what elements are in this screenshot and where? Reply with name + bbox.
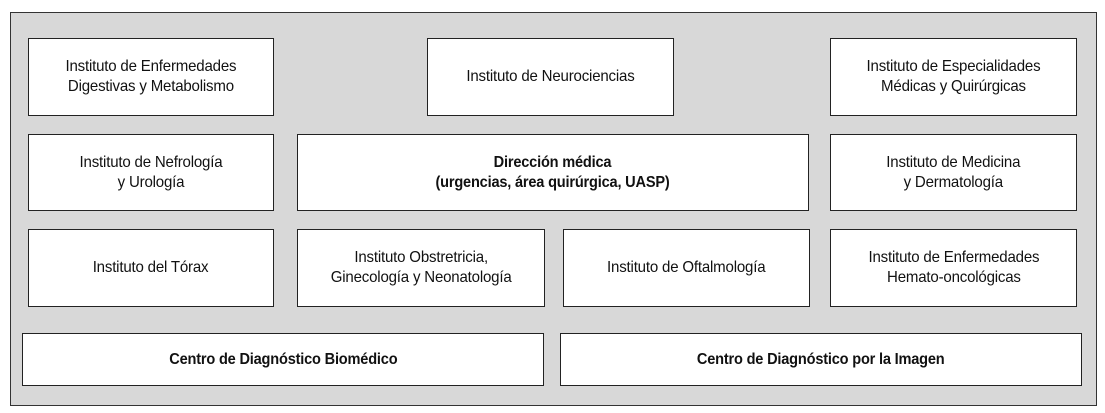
node-instituto-especialidades: Instituto de Especialidades Médicas y Qu… <box>830 38 1077 116</box>
node-label: Instituto de Enfermedades Digestivas y M… <box>65 58 237 95</box>
node-instituto-oftalmologia: Instituto de Oftalmología <box>563 229 810 307</box>
node-label: Centro de Diagnóstico Biomédico <box>168 350 398 368</box>
node-direccion-medica: Dirección médica (urgencias, área quirúr… <box>297 134 809 211</box>
node-label: Instituto de Oftalmología <box>607 259 766 276</box>
node-label: Instituto Obstretricia, Ginecología y Ne… <box>330 249 512 286</box>
node-label: Dirección médica (urgencias, área quirúr… <box>435 153 671 191</box>
node-instituto-medicina: Instituto de Medicina y Dermatología <box>830 134 1077 211</box>
node-label: Instituto del Tórax <box>93 259 209 276</box>
node-instituto-torax: Instituto del Tórax <box>28 229 274 307</box>
node-instituto-nefrologia: Instituto de Nefrología y Urología <box>28 134 274 211</box>
node-label: Instituto de Especialidades Médicas y Qu… <box>866 58 1041 95</box>
node-instituto-neurociencias: Instituto de Neurociencias <box>427 38 674 116</box>
node-label: Instituto de Neurociencias <box>466 68 635 85</box>
node-centro-biomedico: Centro de Diagnóstico Biomédico <box>22 333 544 386</box>
node-instituto-obstetricia: Instituto Obstretricia, Ginecología y Ne… <box>297 229 545 307</box>
node-instituto-hemato: Instituto de Enfermedades Hemato-oncológ… <box>830 229 1077 307</box>
node-label: Instituto de Nefrología y Urología <box>79 153 223 191</box>
node-centro-imagen: Centro de Diagnóstico por la Imagen <box>560 333 1082 386</box>
node-instituto-digestivas: Instituto de Enfermedades Digestivas y M… <box>28 38 274 116</box>
org-chart-panel: Instituto de Enfermedades Digestivas y M… <box>10 12 1097 406</box>
node-label: Instituto de Medicina y Dermatología <box>886 153 1021 191</box>
node-label: Instituto de Enfermedades Hemato-oncológ… <box>868 249 1039 286</box>
node-label: Centro de Diagnóstico por la Imagen <box>697 350 945 368</box>
